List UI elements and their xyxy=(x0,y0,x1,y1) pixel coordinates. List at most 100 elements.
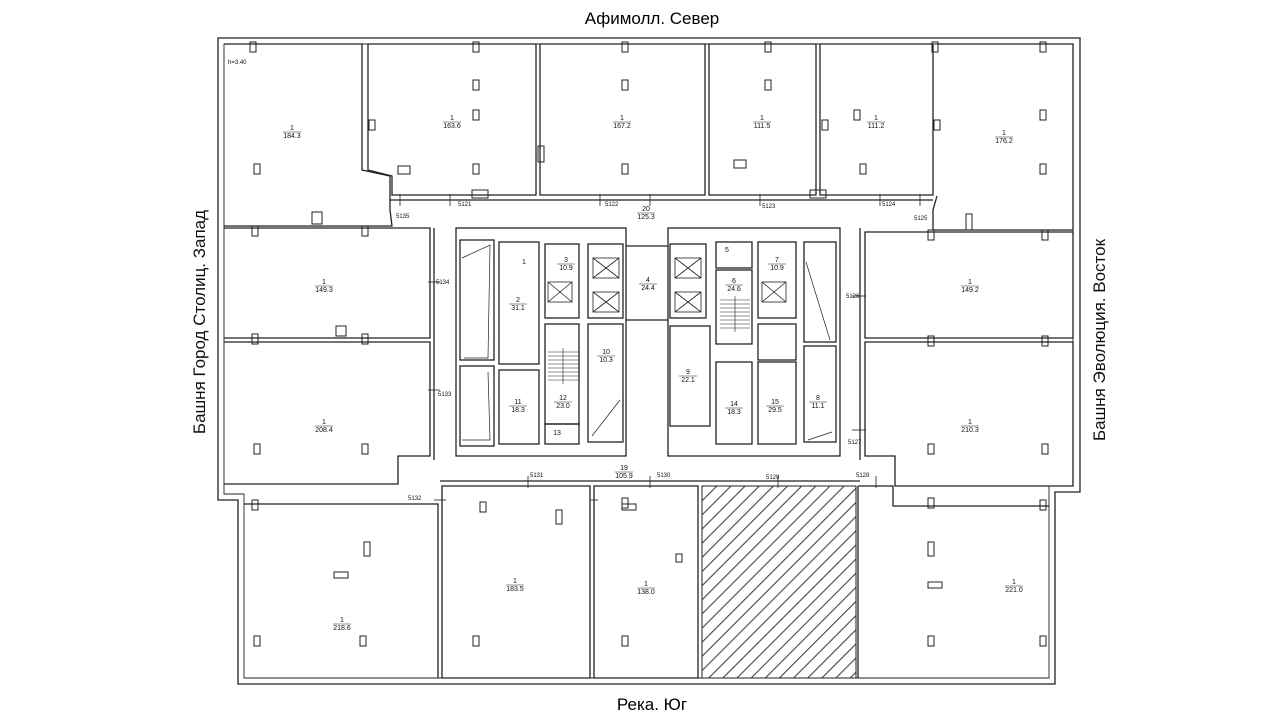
hatched-area xyxy=(701,485,857,679)
room-area: 125.3 xyxy=(637,214,655,221)
room-area: 163.6 xyxy=(443,123,461,130)
room-wall-n3 xyxy=(708,43,817,196)
stairs-left xyxy=(548,348,580,384)
room-number: 11 xyxy=(514,399,521,406)
room-area: 184.3 xyxy=(283,133,301,140)
room-area: 24.4 xyxy=(641,285,655,292)
core-lift-a xyxy=(587,243,624,319)
room-wall-s1 xyxy=(441,485,591,679)
door-code-label: 5133 xyxy=(438,392,452,398)
room-labels: 1184.31163.61167.21111.51111.21176.21149… xyxy=(283,115,1023,632)
room-area: 23.0 xyxy=(556,403,570,410)
room-number: 4 xyxy=(646,277,650,284)
room-number: 14 xyxy=(730,401,738,408)
room-area: 221.0 xyxy=(1005,587,1023,594)
room-area: 10.3 xyxy=(599,357,613,364)
room-number: 2 xyxy=(516,297,520,304)
walls xyxy=(217,37,1081,685)
room-area: 18.3 xyxy=(511,407,525,414)
room-number: 1 xyxy=(322,279,326,286)
door-code-label: 5128 xyxy=(856,473,870,479)
room-label-core-7: 710.9 xyxy=(768,257,786,272)
room-number: 7 xyxy=(775,257,779,264)
room-number: 5 xyxy=(725,247,729,254)
room-wall-w2 xyxy=(224,341,431,485)
room-number: 10 xyxy=(602,349,610,356)
room-area: 31.1 xyxy=(511,305,525,312)
door-code-label: 5132 xyxy=(408,496,422,502)
core-room-6 xyxy=(715,269,753,345)
room-area: 10.9 xyxy=(770,265,784,272)
room-number: 19 xyxy=(620,465,628,472)
room-area: 210.3 xyxy=(961,427,979,434)
room-number: 1 xyxy=(340,617,344,624)
room-number: 1 xyxy=(322,419,326,426)
room-number: 1 xyxy=(450,115,454,122)
room-label-core-2: 231.1 xyxy=(509,297,527,312)
room-area: 167.2 xyxy=(613,123,631,130)
door-code-label: 5131 xyxy=(530,473,544,479)
room-area: 105.9 xyxy=(615,473,633,480)
door-code-label: 5129 xyxy=(766,475,780,481)
room-area: 11.1 xyxy=(811,403,824,410)
door-code-label: 5125 xyxy=(914,216,928,222)
room-number: 1 xyxy=(290,125,294,132)
core-room-10 xyxy=(587,323,624,443)
room-number: 1 xyxy=(1012,579,1016,586)
room-wall-s2 xyxy=(593,485,699,679)
door-code-label: 5122 xyxy=(605,202,619,208)
core-lift-b xyxy=(669,243,707,319)
room-wall-ne xyxy=(932,43,1074,231)
room-number: 8 xyxy=(816,395,820,402)
core-room-9 xyxy=(669,325,711,427)
door-code-label: 5130 xyxy=(657,473,671,479)
room-number: 1 xyxy=(513,578,517,585)
room-number: 13 xyxy=(553,430,561,437)
door-code-label: 5127 xyxy=(848,440,862,446)
room-area: 218.6 xyxy=(333,625,351,632)
room-area: 111.2 xyxy=(868,123,885,130)
room-area: 111.5 xyxy=(754,123,771,130)
room-number: 1 xyxy=(620,115,624,122)
room-wall-n1 xyxy=(367,43,537,196)
room-wall-e2 xyxy=(864,341,1074,487)
room-number: 15 xyxy=(771,399,779,406)
room-wall-se xyxy=(858,485,1049,507)
door-code-label: 5124 xyxy=(882,202,896,208)
room-number: 1 xyxy=(522,259,526,266)
core-room-8 xyxy=(803,345,837,443)
room-label-core-5: 5 xyxy=(725,247,729,254)
room-area: 24.6 xyxy=(727,286,741,293)
room-label-core-9: 922.1 xyxy=(679,369,697,384)
room-number: 20 xyxy=(642,206,650,213)
room-label-core-8: 811.1 xyxy=(809,395,827,410)
room-area: 138.0 xyxy=(637,589,655,596)
room-area: 149.2 xyxy=(961,287,979,294)
core-room-14 xyxy=(715,361,753,445)
inner-wall xyxy=(223,43,1074,679)
door-code-label: 5121 xyxy=(458,202,472,208)
room-wall-n4 xyxy=(819,43,934,196)
room-label-core-4: 424.4 xyxy=(639,277,657,292)
stairs-right xyxy=(720,296,750,332)
core-shaft-c xyxy=(803,241,837,343)
door-code-label: 5123 xyxy=(762,204,776,210)
room-number: 1 xyxy=(760,115,764,122)
core-left-block xyxy=(455,227,627,457)
room-number: 1 xyxy=(644,581,648,588)
